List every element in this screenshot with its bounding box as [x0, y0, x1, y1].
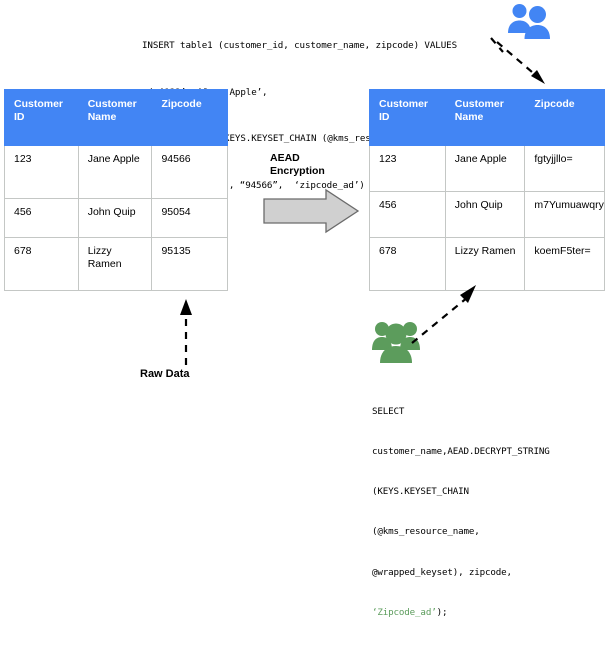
- reader-people-group-icon: [372, 320, 422, 364]
- select-sql-statement: SELECT customer_name,AEAD.DECRYPT_STRING…: [372, 378, 608, 646]
- cell-customer-name: Jane Apple: [444, 145, 526, 192]
- writer-arrow-tail: [465, 34, 505, 58]
- table-row: 678 Lizzy Ramen koemF5ter=: [369, 237, 605, 291]
- diagram-canvas: INSERT table1 (customer_id, customer_nam…: [4, 2, 605, 618]
- encrypted-customer-table: Customer ID Customer Name Zipcode 123 Ja…: [369, 89, 605, 291]
- cell-customer-id: 678: [4, 237, 79, 291]
- cell-customer-id: 456: [369, 191, 446, 238]
- cell-customer-id: 678: [369, 237, 446, 291]
- select-sql-line-1: SELECT: [372, 405, 405, 417]
- header-customer-id: Customer ID: [369, 89, 446, 146]
- cell-customer-id: 123: [4, 145, 79, 199]
- cell-zipcode: m7Yumuawqry: [524, 191, 605, 238]
- select-sql-line-6-tail: );: [436, 606, 448, 618]
- cell-customer-id: 456: [4, 198, 79, 238]
- cell-customer-name: Lizzy Ramen: [444, 237, 526, 291]
- insert-sql-line-1: INSERT table1 (customer_id, customer_nam…: [142, 40, 458, 51]
- cell-customer-name: Jane Apple: [77, 145, 153, 199]
- writer-to-encrypted-table-arrow: [495, 40, 575, 90]
- raw-data-arrow: [166, 297, 206, 367]
- cell-customer-name: John Quip: [444, 191, 526, 238]
- select-sql-line-3: (KEYS.KEYSET_CHAIN: [372, 486, 469, 498]
- select-sql-line-6: ‘Zipcode_ad’);: [372, 606, 608, 619]
- table-row: 678 Lizzy Ramen 95135: [4, 237, 228, 291]
- select-sql-keyset-literal: ‘Zipcode_ad’: [372, 606, 437, 618]
- cell-zipcode: fgtyjjllo=: [524, 145, 605, 192]
- plaintext-customer-table: Customer ID Customer Name Zipcode 123 Ja…: [4, 89, 228, 291]
- writer-people-group-icon: [506, 2, 550, 40]
- header-zipcode: Zipcode: [524, 89, 605, 146]
- cell-zipcode: koemF5ter=: [524, 237, 605, 291]
- table-row: 456 John Quip m7Yumuawqry: [369, 191, 605, 238]
- table-row: 456 John Quip 95054: [4, 198, 228, 238]
- header-zipcode: Zipcode: [151, 89, 228, 146]
- cell-zipcode: 95135: [151, 237, 228, 291]
- cell-zipcode: 94566: [151, 145, 228, 199]
- table-row: 123 Jane Apple fgtyjjllo=: [369, 145, 605, 192]
- header-customer-id: Customer ID: [4, 89, 79, 146]
- aead-encryption-label: AEAD Encryption: [270, 152, 325, 177]
- reader-to-encrypted-table-arrow: [410, 283, 496, 345]
- header-customer-name: Customer Name: [444, 89, 526, 146]
- select-sql-line-2: customer_name,AEAD.DECRYPT_STRING: [372, 446, 550, 458]
- select-sql-line-5: @wrapped_keyset), zipcode,: [372, 566, 512, 578]
- cell-customer-id: 123: [369, 145, 446, 192]
- table-header-row: Customer ID Customer Name Zipcode: [369, 89, 605, 146]
- table-header-row: Customer ID Customer Name Zipcode: [4, 89, 228, 146]
- table-row: 123 Jane Apple 94566: [4, 145, 228, 199]
- cell-customer-name: Lizzy Ramen: [77, 237, 153, 291]
- select-sql-line-4: (@kms_resource_name,: [372, 526, 480, 538]
- raw-data-label: Raw Data: [140, 368, 190, 380]
- header-customer-name: Customer Name: [77, 89, 153, 146]
- encryption-block-arrow-icon: [262, 188, 360, 234]
- cell-zipcode: 95054: [151, 198, 228, 238]
- cell-customer-name: John Quip: [77, 198, 153, 238]
